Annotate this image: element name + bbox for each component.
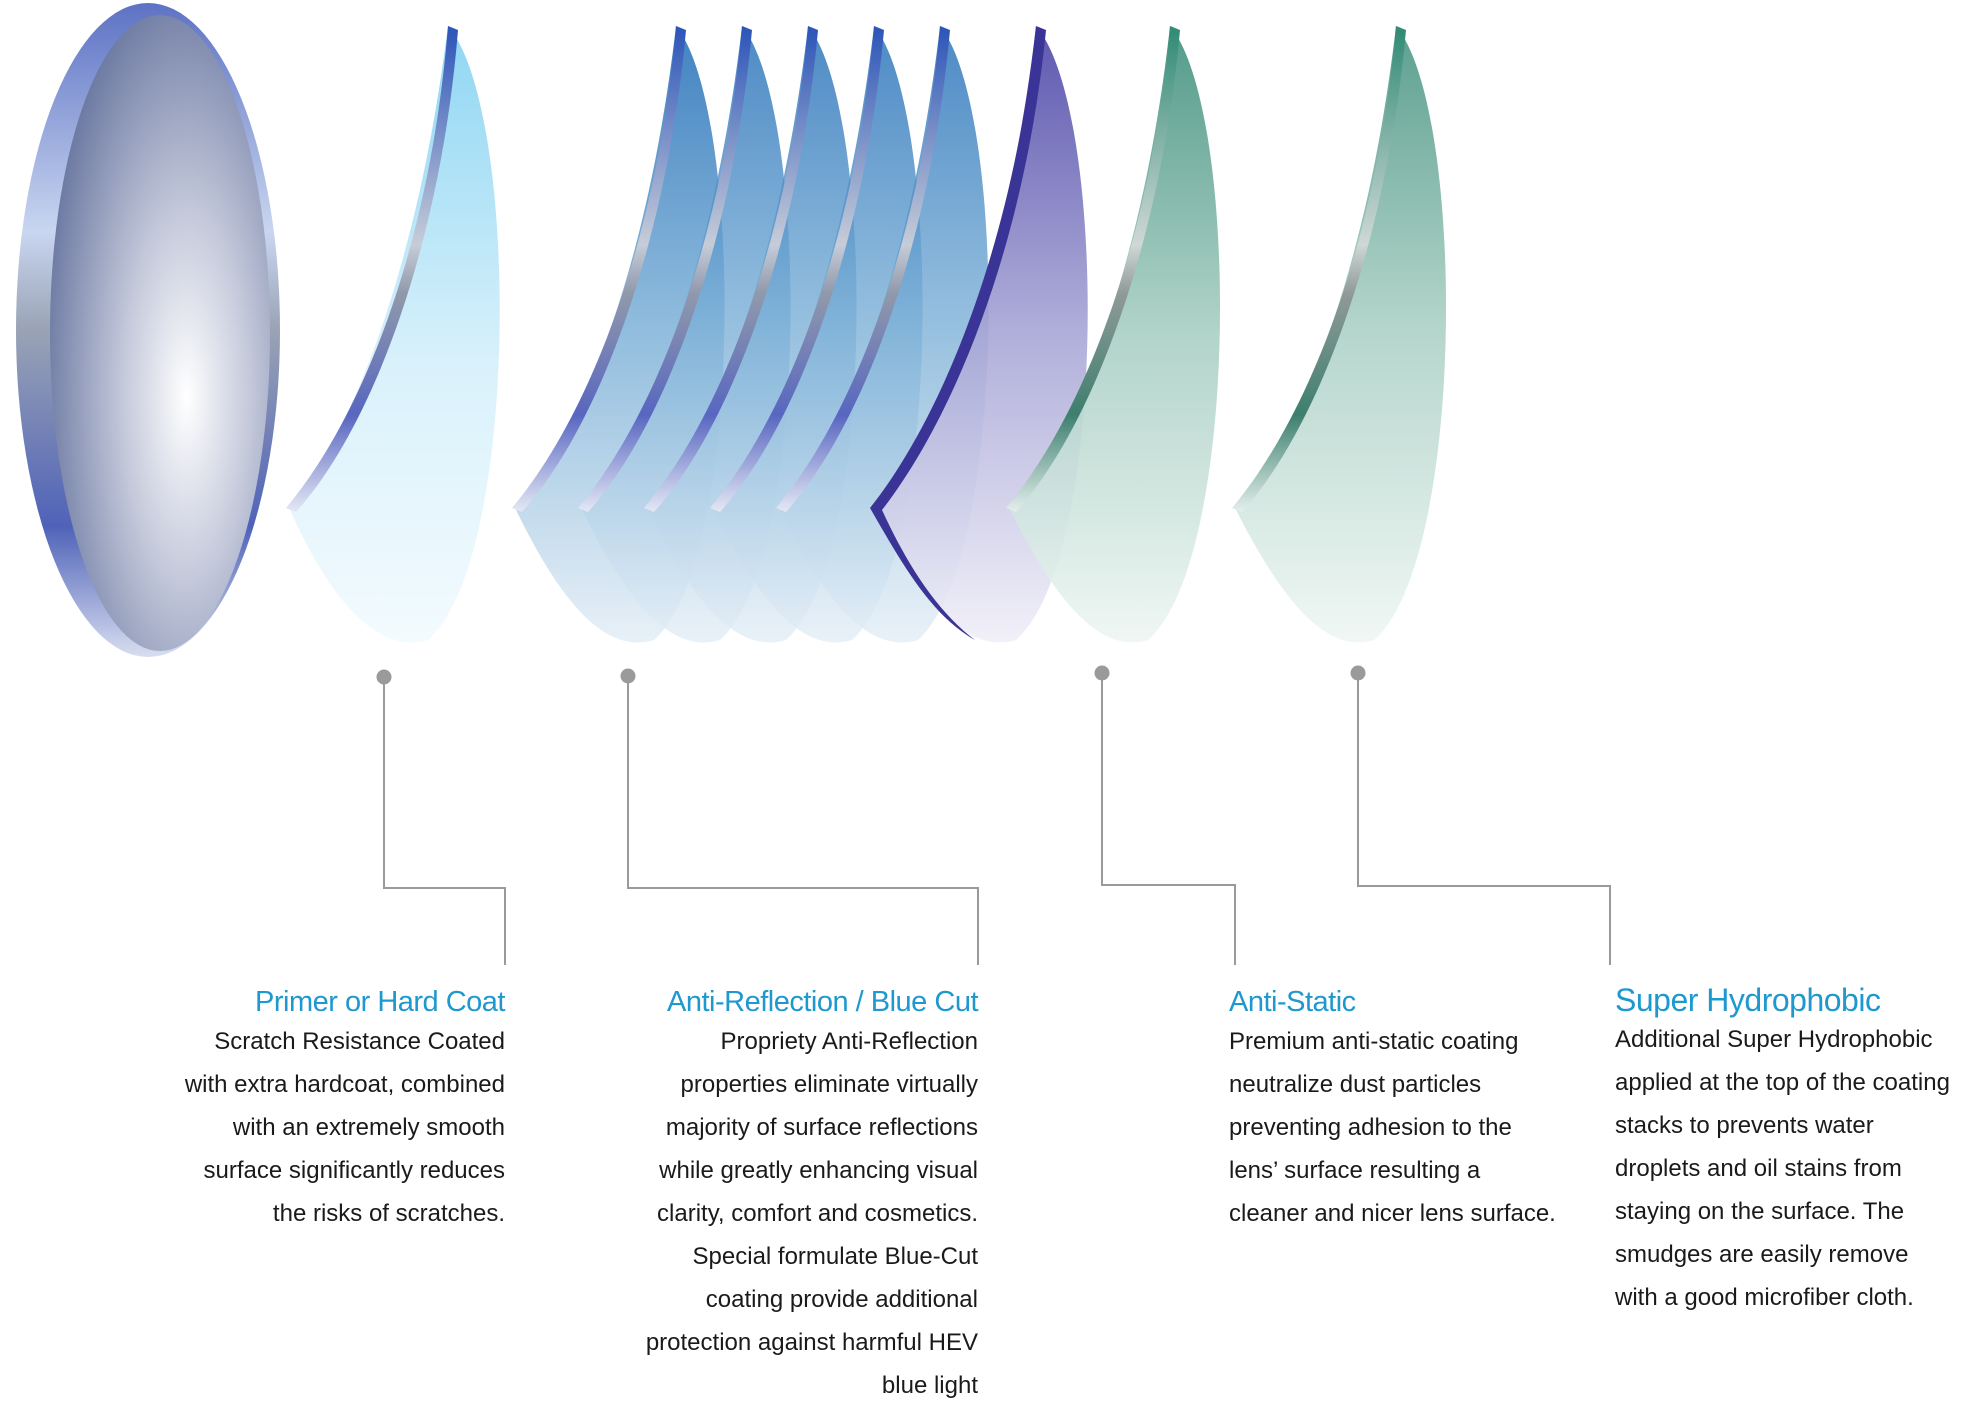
leader-line-ar	[627, 676, 979, 965]
leader-dot-ar	[620, 668, 636, 684]
hydrophobic-line: stacks to prevents water	[1615, 1112, 1874, 1139]
hardcoat-line: with an extremely smooth	[232, 1114, 505, 1141]
anti-reflection-title: Anti-Reflection / Blue Cut	[667, 986, 978, 1018]
hydrophobic-line: smudges are easily remove	[1615, 1241, 1909, 1268]
anti-reflection-line: coating provide additional	[705, 1286, 978, 1313]
anti-reflection-line: properties eliminate virtually	[680, 1071, 978, 1098]
hardcoat-layer	[286, 26, 500, 643]
hydrophobic-layer	[1232, 26, 1447, 643]
anti-reflection-line: majority of surface reflections	[665, 1114, 978, 1141]
anti-reflection-line: clarity, comfort and cosmetics.	[657, 1200, 978, 1227]
hydrophobic-line: droplets and oil stains from	[1615, 1155, 1902, 1182]
base-lens	[16, 3, 280, 657]
hydrophobic-title: Super Hydrophobic	[1615, 982, 1881, 1018]
hydrophobic-line: with a good microfiber cloth.	[1615, 1284, 1914, 1311]
anti-static-line: neutralize dust particles	[1229, 1071, 1482, 1098]
leader-line-antistatic	[1101, 673, 1236, 965]
anti-reflection-line: Propriety Anti-Reflection	[720, 1028, 978, 1055]
hydrophobic-line: Additional Super Hydrophobic	[1615, 1026, 1933, 1053]
label-hardcoat: Primer or Hard Coat Scratch Resistance C…	[185, 984, 506, 1235]
hardcoat-line: the risks of scratches.	[272, 1200, 505, 1227]
label-anti-static: Anti-Static Premium anti-static coating …	[1229, 984, 1556, 1235]
anti-reflection-line: blue light	[881, 1372, 978, 1399]
hardcoat-line: Scratch Resistance Coated	[214, 1028, 505, 1055]
anti-reflection-line: Special formulate Blue-Cut	[692, 1243, 978, 1270]
hydrophobic-line: staying on the surface. The	[1615, 1198, 1905, 1225]
hardcoat-line: surface significantly reduces	[203, 1157, 505, 1184]
anti-static-layer	[1006, 26, 1221, 643]
anti-static-line: lens’ surface resulting a	[1229, 1157, 1481, 1184]
anti-static-line: cleaner and nicer lens surface.	[1229, 1200, 1556, 1227]
leader-line-hydrophobic	[1357, 673, 1611, 965]
hydrophobic-description: Additional Super Hydrophobic applied at …	[1615, 1018, 1950, 1319]
hydrophobic-line: applied at the top of the coating	[1615, 1069, 1950, 1096]
label-anti-reflection: Anti-Reflection / Blue Cut Propriety Ant…	[646, 984, 979, 1407]
anti-static-title: Anti-Static	[1229, 986, 1356, 1018]
anti-static-line: Premium anti-static coating	[1229, 1028, 1519, 1055]
hardcoat-line: with extra hardcoat, combined	[184, 1071, 505, 1098]
anti-reflection-line: while greatly enhancing visual	[659, 1157, 978, 1184]
anti-reflection-line: protection against harmful HEV	[645, 1329, 978, 1356]
hardcoat-title: Primer or Hard Coat	[255, 986, 505, 1018]
leader-dot-hydrophobic	[1350, 665, 1366, 681]
anti-static-description: Premium anti-static coating neutralize d…	[1229, 1020, 1556, 1235]
leader-dot-antistatic	[1094, 665, 1110, 681]
label-hydrophobic: Super Hydrophobic Additional Super Hydro…	[1615, 982, 1950, 1319]
leader-dot-hardcoat	[376, 669, 392, 685]
anti-static-line: preventing adhesion to the	[1229, 1114, 1512, 1141]
leader-line-hardcoat	[383, 677, 506, 965]
hardcoat-description: Scratch Resistance Coated with extra har…	[185, 1020, 505, 1235]
anti-reflection-description: Propriety Anti-Reflection properties eli…	[646, 1020, 978, 1407]
